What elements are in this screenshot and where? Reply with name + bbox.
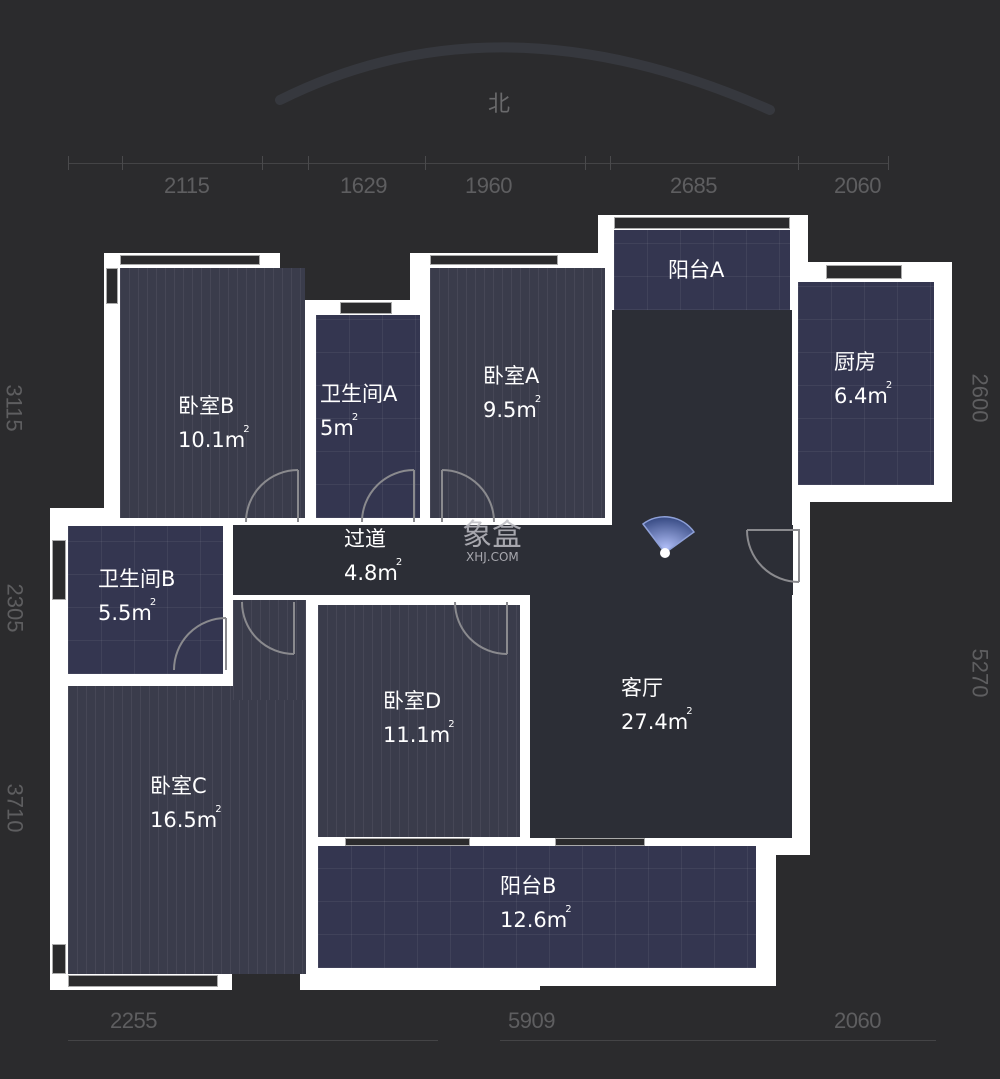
dim-top-1: 2115: [164, 173, 210, 198]
room-bedroom-c[interactable]: [68, 686, 306, 974]
door-bedroom-b[interactable]: [244, 468, 300, 524]
window: [340, 302, 392, 314]
compass-arc: [275, 42, 775, 115]
top-dimension-line: [68, 163, 888, 164]
dim-top-5: 2060: [834, 173, 881, 198]
door-bedroom-c[interactable]: [240, 600, 296, 656]
sliding-door: [555, 838, 645, 846]
watermark-site: XHJ.COM: [466, 550, 519, 564]
window: [826, 265, 902, 279]
room-living-lower[interactable]: [530, 595, 792, 838]
tick: [798, 156, 799, 170]
room-balcony-a[interactable]: [614, 230, 790, 310]
room-bathroom-b[interactable]: [68, 526, 223, 674]
room-kitchen[interactable]: [798, 282, 934, 485]
tick: [308, 156, 309, 170]
dim-top-2: 1629: [340, 173, 387, 198]
dim-right-1: 2600: [967, 373, 993, 423]
room-hallway[interactable]: [233, 525, 793, 595]
sliding-door: [345, 838, 470, 846]
room-bedroom-a[interactable]: [430, 268, 605, 518]
camera-viewpoint-icon[interactable]: [636, 510, 706, 560]
north-label: 北: [488, 92, 511, 117]
tick: [888, 156, 889, 170]
tick: [122, 156, 123, 170]
door-bedroom-d[interactable]: [453, 600, 509, 656]
watermark-logo: 象盒: [462, 518, 522, 553]
window: [106, 268, 118, 304]
bottom-dimension-line: [68, 1040, 438, 1041]
tick: [585, 156, 586, 170]
dim-left-1: 3115: [1, 384, 27, 432]
dim-left-3: 3710: [2, 783, 28, 833]
tick: [68, 156, 69, 170]
dim-bottom-1: 2255: [110, 1008, 157, 1033]
dim-top-4: 2685: [670, 173, 717, 198]
dim-top-3: 1960: [465, 173, 512, 198]
window: [68, 975, 218, 987]
door-bathroom-a[interactable]: [360, 468, 416, 524]
window: [52, 944, 66, 974]
room-bedroom-d[interactable]: [318, 605, 520, 837]
window: [614, 217, 790, 229]
tick: [262, 156, 263, 170]
tick: [610, 156, 611, 170]
dim-bottom-3: 2060: [834, 1008, 881, 1033]
door-bathroom-b[interactable]: [172, 616, 228, 672]
window: [430, 255, 558, 265]
tick: [425, 156, 426, 170]
room-balcony-b[interactable]: [318, 846, 756, 968]
bottom-dimension-line-2: [500, 1040, 936, 1041]
door-entrance[interactable]: [745, 528, 801, 584]
room-bathroom-a[interactable]: [316, 315, 420, 518]
dim-bottom-2: 5909: [508, 1008, 555, 1033]
dim-right-2: 5270: [967, 648, 993, 698]
label-balcony-a: 阳台A: [668, 258, 725, 282]
window: [52, 540, 66, 600]
door-bedroom-a[interactable]: [440, 468, 496, 524]
dim-left-2: 2305: [2, 583, 28, 633]
window: [120, 255, 260, 265]
